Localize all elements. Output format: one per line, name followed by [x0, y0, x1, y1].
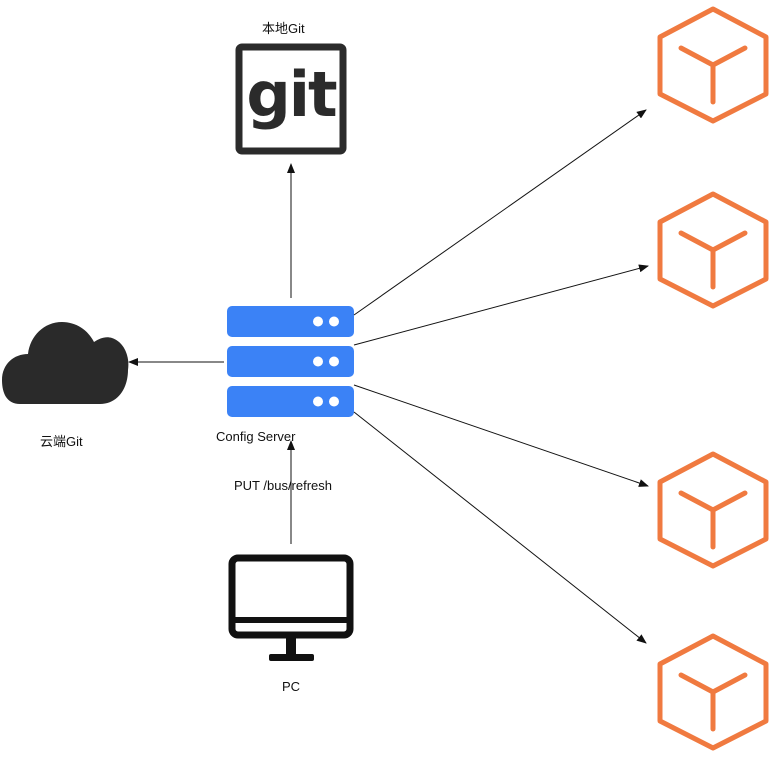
arrow-server-to-instance-3 — [353, 384, 649, 487]
git-logo-text: git — [246, 57, 337, 131]
git-logo-icon — [235, 43, 347, 155]
monitor-icon — [228, 554, 354, 661]
local-git-label: 本地Git — [262, 21, 305, 36]
server-unit-top — [227, 306, 354, 337]
server-stack-icon — [227, 306, 354, 417]
cloud-icon — [2, 322, 129, 404]
cube-icon — [657, 633, 769, 751]
arrow-server-to-instance-1 — [353, 109, 647, 316]
cloud-git-label: 云端Git — [40, 434, 83, 449]
refresh-endpoint-label: PUT /bus/refresh — [234, 478, 333, 493]
pc-label: PC — [282, 679, 301, 694]
server-unit-middle — [227, 346, 354, 377]
config-server-label: Config Server — [216, 429, 296, 444]
arrow-server-to-instance-4 — [353, 411, 647, 644]
cube-icon — [657, 6, 769, 124]
cube-icon — [657, 451, 769, 569]
cube-icon — [657, 191, 769, 309]
arrow-server-to-instance-2 — [353, 264, 649, 346]
server-unit-bottom — [227, 386, 354, 417]
